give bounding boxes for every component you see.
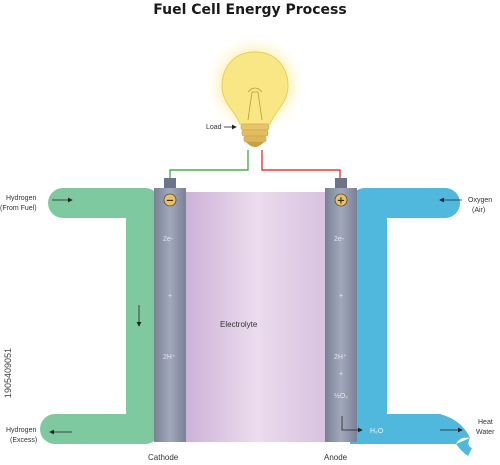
anode-ions: 2H⁺ [334,354,347,361]
cathode-symbol: − [166,196,174,207]
oxygen-pipe [350,188,472,456]
anode-oxygen: ½O₂ [334,392,348,400]
cathode-ions: 2H⁺ [163,354,176,361]
plus-terminal-icon [334,193,348,207]
page-title: Fuel Cell Energy Process [153,2,347,18]
arrow-icon [341,416,363,433]
positive-wire [261,150,341,183]
hydrogen-in-label: Hydrogen (From Fuel) [0,195,38,212]
electrolyte-label: Electrolyte [220,320,258,329]
cathode-plus: + [168,293,172,300]
heat-water-label: Heat Water [476,419,495,436]
water-label: H₂O [370,428,384,435]
anode-plus-1: + [339,293,343,300]
anode-electrode: + 2e- + 2H⁺ + ½O₂ [325,178,357,442]
cathode-label: Cathode [148,453,179,462]
anode-plus-2: + [339,371,343,378]
anode-label: Anode [324,453,348,462]
electrolyte-block [186,192,326,442]
minus-terminal-icon [163,193,177,207]
watermark-id: 1905409051 [3,348,13,399]
anode-electrons: 2e- [334,236,345,243]
load-label: Load [206,124,222,131]
negative-wire [169,150,249,183]
hydrogen-pipe [40,188,160,444]
cathode-electrode: − 2e- + 2H⁺ [154,178,186,442]
anode-symbol: + [337,196,345,207]
oxygen-in-label: Oxygen (Air) [468,197,494,214]
hydrogen-out-label: Hydrogen (Excess) [6,427,38,444]
light-bulb-icon [203,38,307,147]
cathode-electrons: 2e- [163,236,174,243]
